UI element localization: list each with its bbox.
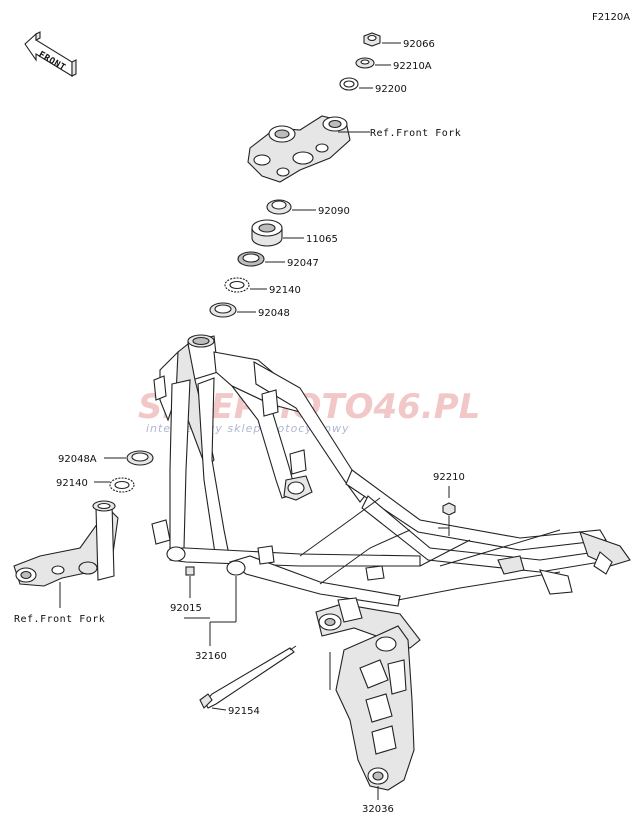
label-92048A: 92048A — [58, 454, 97, 465]
lower-triple-clamp — [13, 500, 119, 608]
part-32160-leader — [184, 576, 237, 646]
part-32036-bracket — [329, 625, 415, 800]
label-92047: 92047 — [287, 258, 319, 269]
label-92066: 92066 — [403, 39, 435, 50]
label-92200: 92200 — [375, 84, 407, 95]
part-92200-washer — [339, 77, 373, 91]
diagram-code: F2120A — [592, 12, 630, 23]
part-92066-nut — [363, 32, 401, 47]
label-ref-front-fork-top: Ref.Front Fork — [370, 128, 461, 139]
label-92140-top: 92140 — [269, 285, 301, 296]
part-92048A-race — [104, 450, 154, 466]
label-92210A: 92210A — [393, 61, 432, 72]
label-32036: 32036 — [362, 804, 394, 815]
upper-triple-clamp — [247, 115, 370, 183]
part-92048-race — [209, 302, 256, 318]
part-92047-bearing-race — [237, 251, 285, 267]
part-92015-bolt — [185, 566, 195, 598]
part-92210-bolt — [438, 486, 456, 536]
part-92090-nut — [266, 199, 316, 215]
part-92140-bearing-top — [224, 277, 267, 293]
label-ref-front-fork-bottom: Ref.Front Fork — [14, 614, 105, 625]
main-frame — [151, 334, 631, 649]
part-92154-long-bolt — [199, 645, 297, 711]
label-92048: 92048 — [258, 308, 290, 319]
front-arrow-icon: FRONT — [24, 31, 77, 77]
part-11065-cap — [251, 219, 304, 247]
label-92090: 92090 — [318, 206, 350, 217]
part-92210A-washer — [355, 57, 391, 69]
part-92140-bearing-lower — [94, 477, 135, 493]
label-92140-left: 92140 — [56, 478, 88, 489]
label-11065: 11065 — [306, 234, 338, 245]
label-92210: 92210 — [433, 472, 465, 483]
label-32160: 32160 — [195, 651, 227, 662]
label-92154: 92154 — [228, 706, 260, 717]
label-92015: 92015 — [170, 603, 202, 614]
